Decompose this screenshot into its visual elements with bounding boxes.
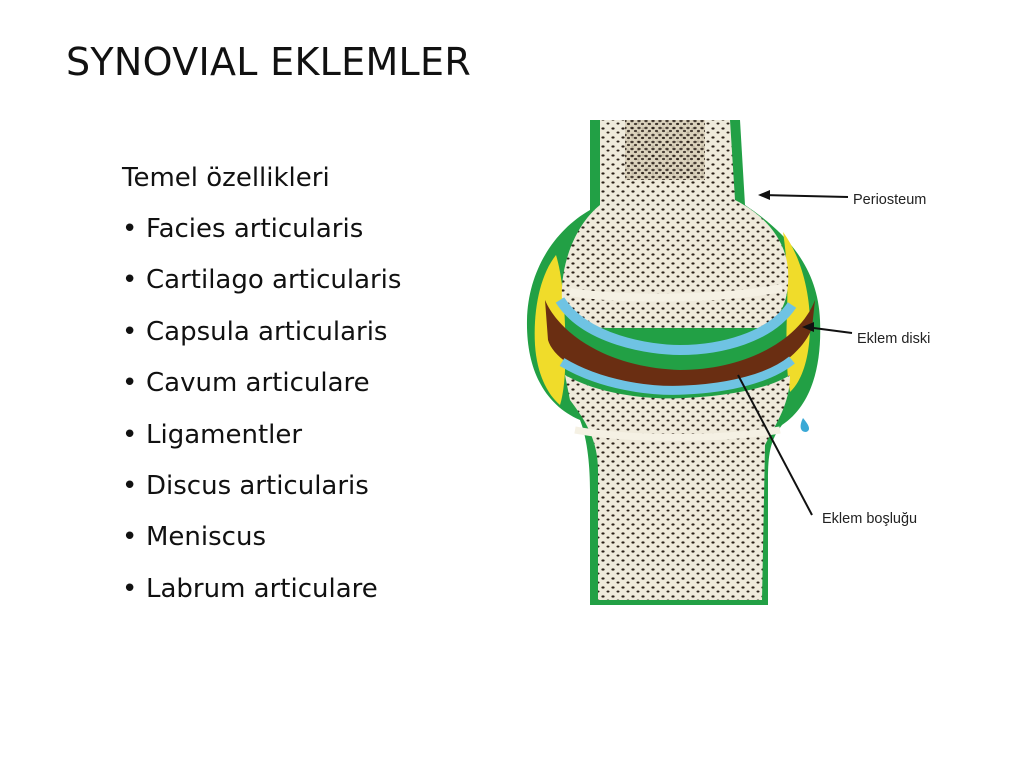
slide-title: SYNOVIAL EKLEMLER bbox=[66, 40, 472, 84]
lower-cartilage bbox=[559, 356, 795, 395]
upper-bone-shaft-dark bbox=[625, 120, 705, 180]
articular-disc bbox=[545, 300, 815, 392]
periosteum-arrowhead bbox=[758, 190, 770, 200]
bullet-icon: • bbox=[122, 522, 138, 553]
upper-cartilage bbox=[555, 297, 797, 356]
synovial-joint-illustration: Periosteum Eklem diski Eklem boşluğu bbox=[500, 105, 970, 625]
list-item: •Labrum articulare bbox=[122, 571, 401, 622]
bullet-icon: • bbox=[122, 265, 138, 296]
joint-diagram: Periosteum Eklem diski Eklem boşluğu bbox=[526, 120, 930, 605]
list-item: •Cavum articulare bbox=[122, 365, 401, 416]
fluid-droplet bbox=[800, 418, 810, 432]
disc-label: Eklem diski bbox=[857, 331, 930, 347]
lower-bone bbox=[565, 375, 790, 600]
list-item: •Discus articularis bbox=[122, 468, 401, 519]
bullet-icon: • bbox=[122, 316, 138, 347]
feature-list-block: Temel özellikleri •Facies articularis •C… bbox=[122, 160, 401, 622]
list-item: •Capsula articularis bbox=[122, 314, 401, 365]
list-item: •Ligamentler bbox=[122, 417, 401, 468]
list-item: •Meniscus bbox=[122, 519, 401, 570]
upper-bone bbox=[561, 120, 789, 328]
cavity-pointer bbox=[737, 374, 813, 516]
periosteum-pointer bbox=[761, 194, 849, 198]
bullet-icon: • bbox=[122, 470, 138, 501]
upper-growth-line bbox=[569, 284, 783, 302]
list-heading: Temel özellikleri bbox=[122, 163, 330, 193]
feature-list: •Facies articularis •Cartilago articular… bbox=[122, 211, 401, 622]
lower-growth-line bbox=[574, 426, 781, 441]
cavity-label: Eklem boşluğu bbox=[822, 511, 917, 527]
periosteum-label: Periosteum bbox=[853, 192, 926, 208]
bullet-icon: • bbox=[122, 214, 138, 244]
list-item: •Facies articularis bbox=[122, 211, 401, 262]
bullet-icon: • bbox=[122, 573, 138, 604]
bullet-icon: • bbox=[122, 368, 138, 399]
bullet-icon: • bbox=[122, 419, 138, 450]
list-item: •Cartilago articularis bbox=[122, 262, 401, 313]
disc-arrowhead bbox=[802, 322, 814, 332]
